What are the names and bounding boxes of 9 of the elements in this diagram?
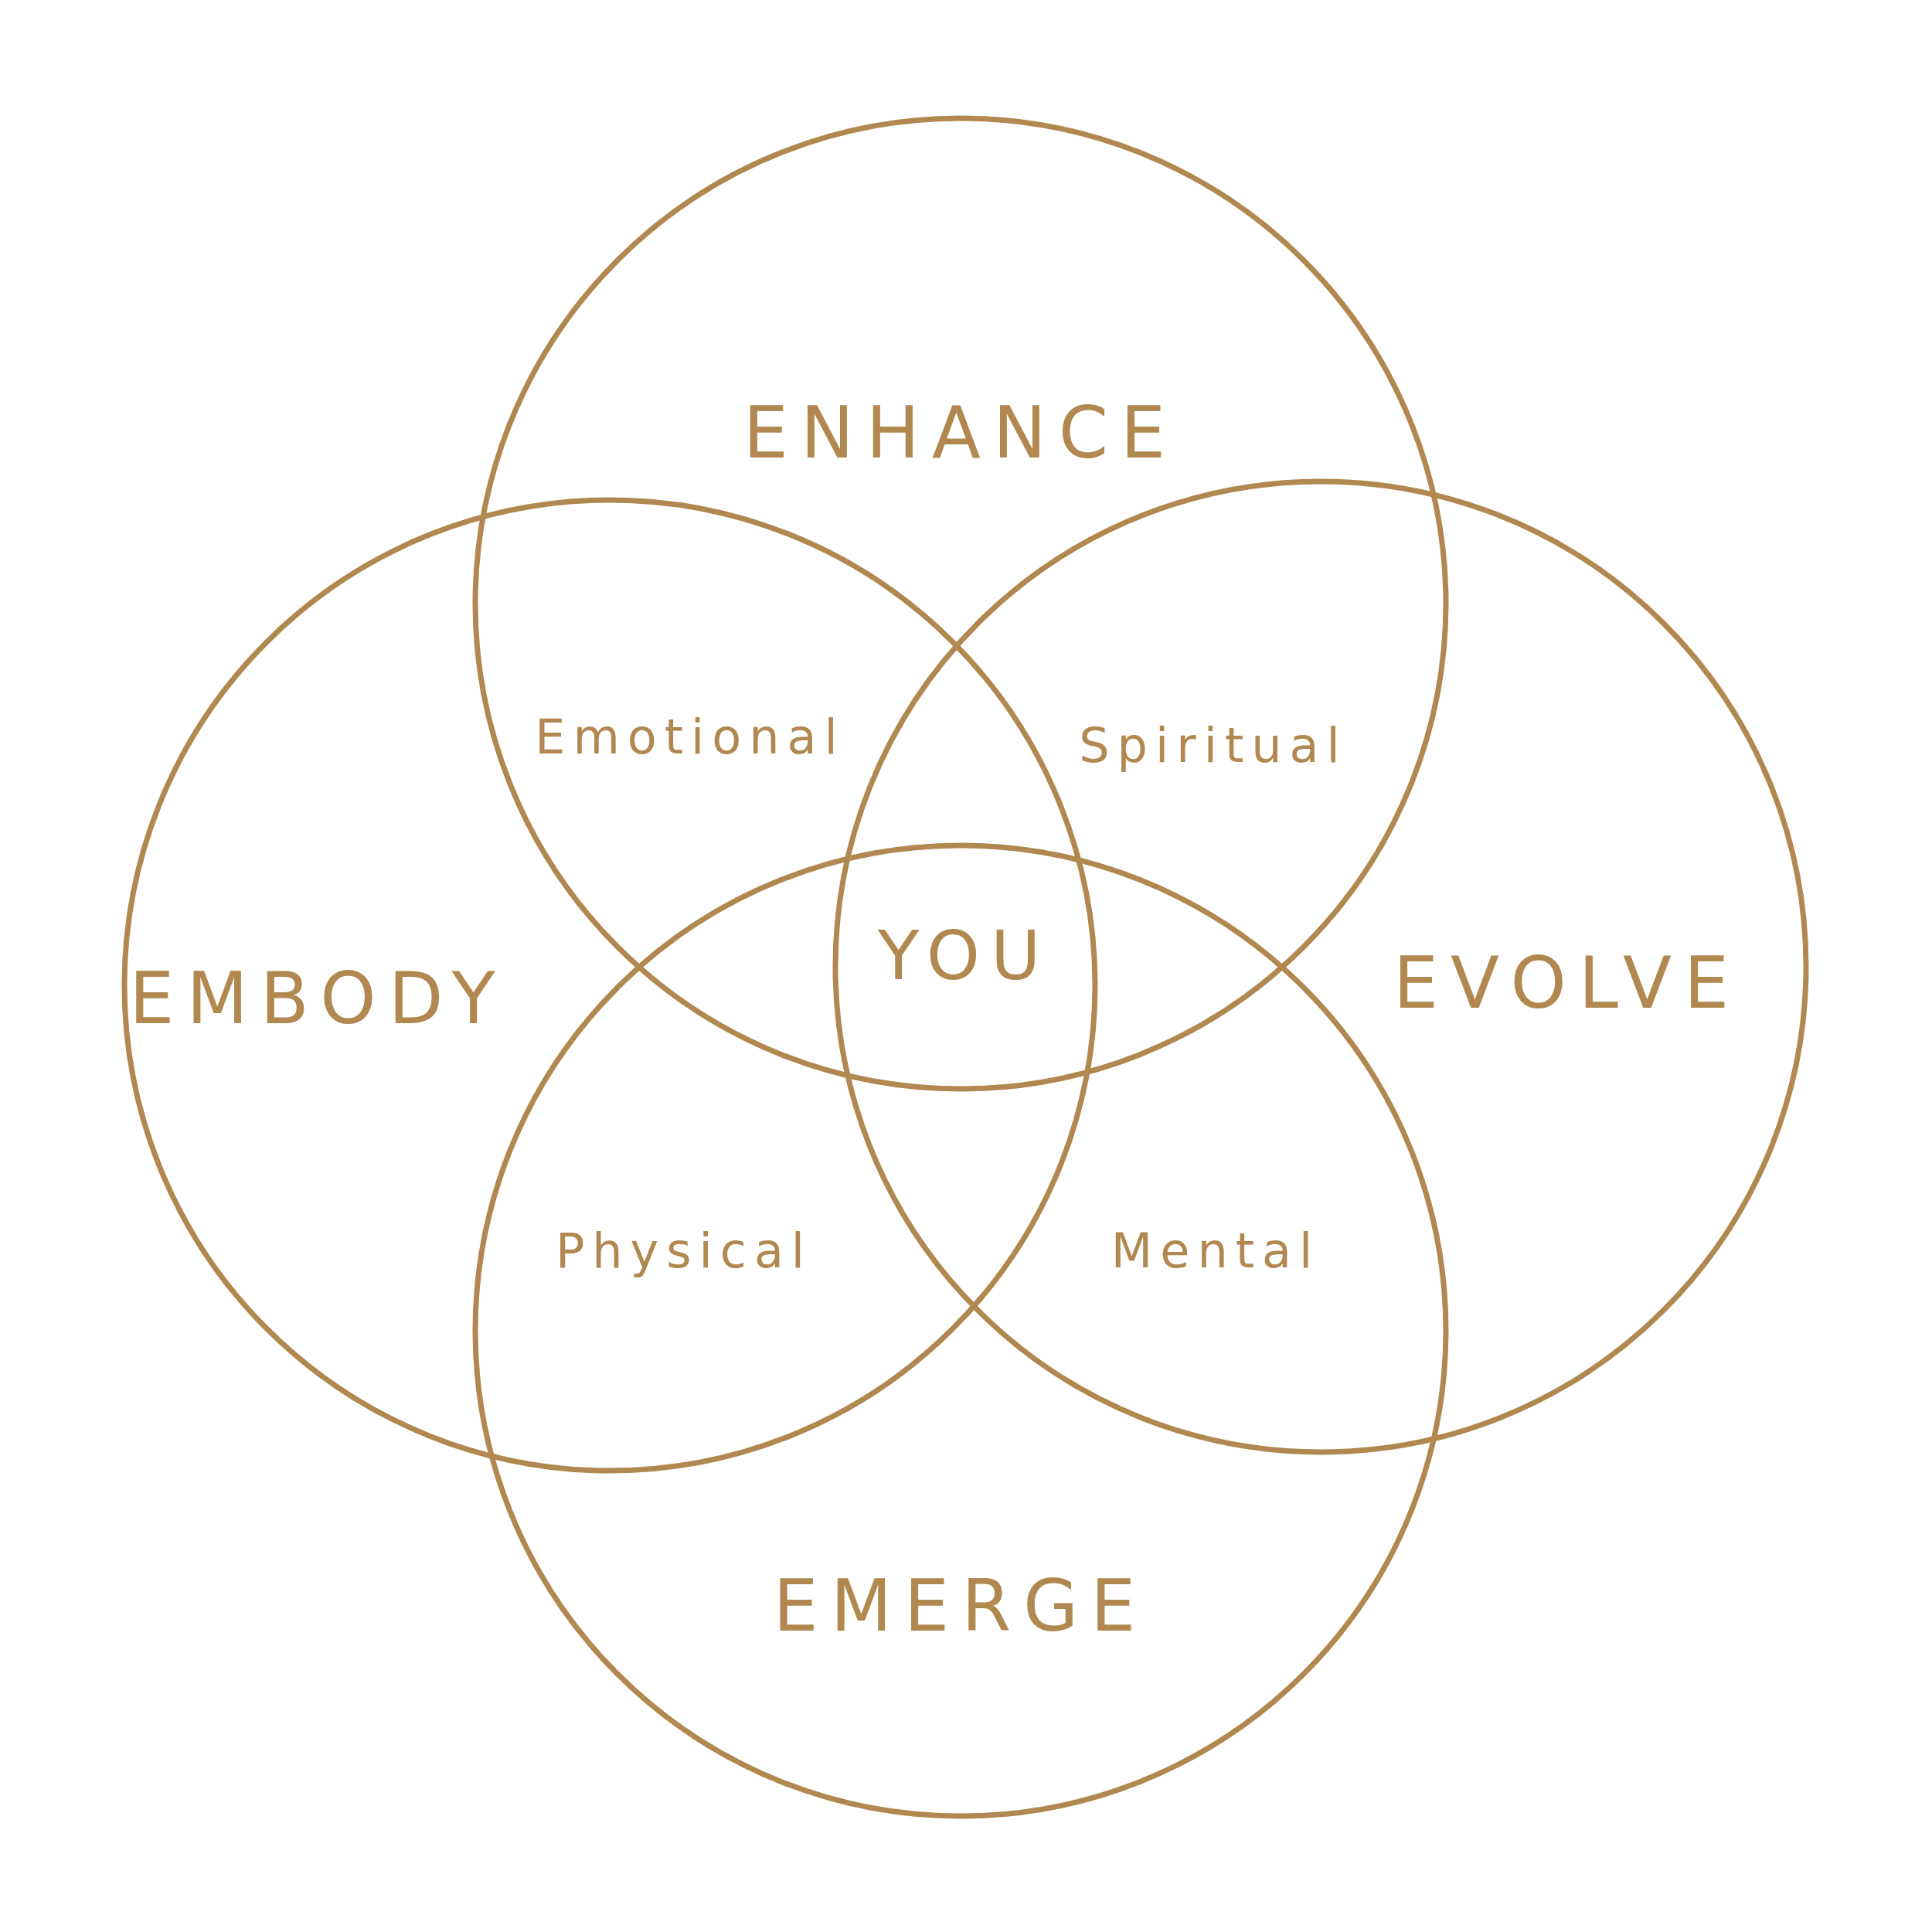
- circle-label: ENHANCE: [743, 391, 1179, 474]
- center-label: YOU: [877, 915, 1052, 995]
- overlap-label: Physical: [555, 1222, 813, 1279]
- circle-label: EMERGE: [773, 1564, 1148, 1648]
- circle-label: EVOLVE: [1393, 941, 1742, 1025]
- overlap-label: Mental: [1111, 1222, 1321, 1279]
- circle-label: EMBODY: [129, 957, 508, 1040]
- overlap-label: Spiritual: [1079, 716, 1348, 774]
- overlap-label: Emotional: [535, 708, 845, 765]
